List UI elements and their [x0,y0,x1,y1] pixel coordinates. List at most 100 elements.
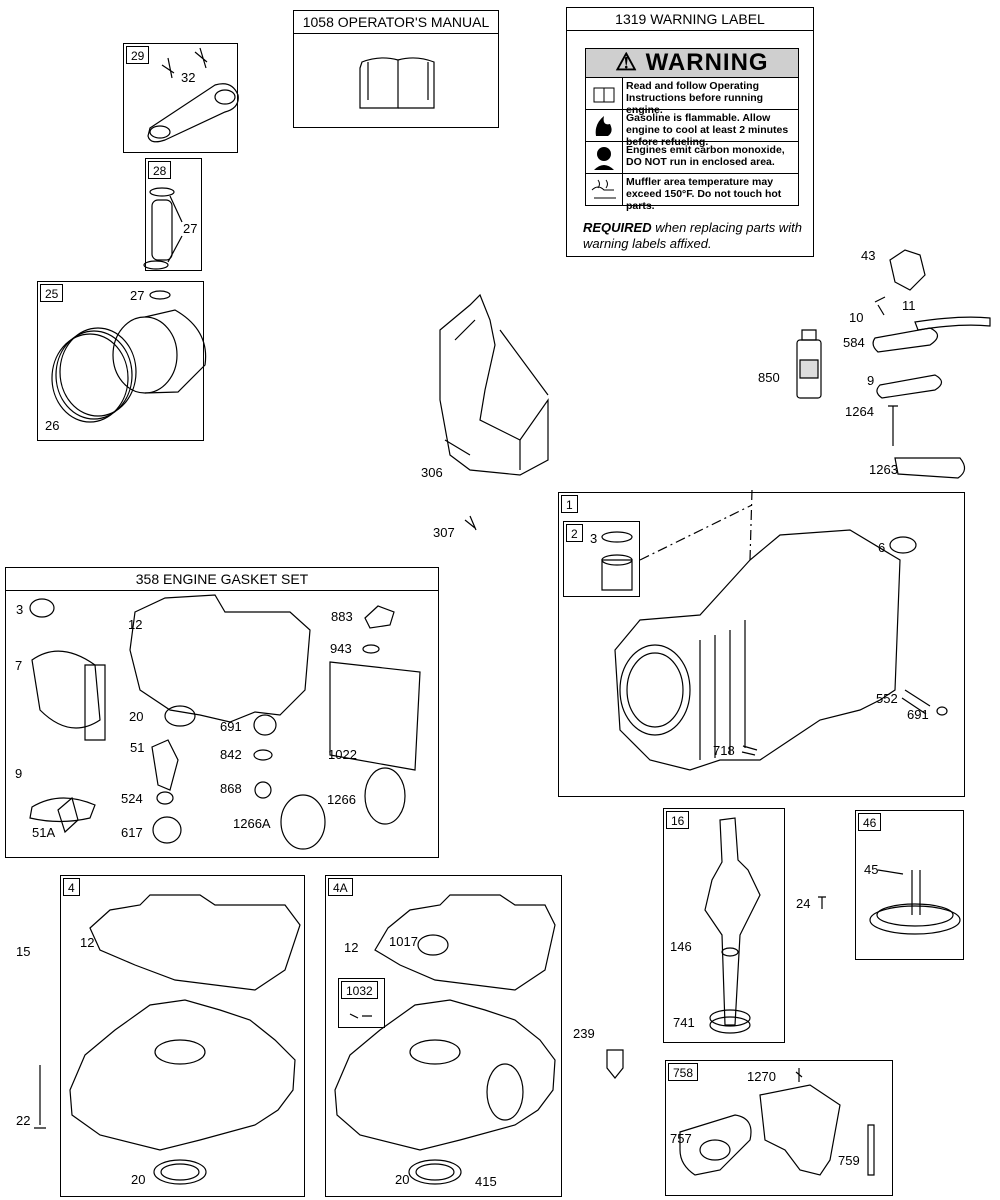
part-tag: 29 [126,46,150,64]
crankshaft-drawing [607,818,826,1078]
part-label: 9 [15,766,23,781]
connecting-rod-drawing [148,48,238,142]
part-tag: 1 [561,495,578,513]
part-label: 51 [130,740,145,755]
governor-assembly-drawing [680,1068,874,1175]
part-label: 1017 [389,934,418,949]
part-label: 691 [907,707,929,722]
part-label: 306 [421,465,443,480]
part-label: 868 [220,781,242,796]
part-label: 1266A [233,816,271,831]
part-label: 22 [16,1113,31,1128]
piston-box: 25 [37,281,204,441]
part-label: 20 [129,709,144,724]
sealant-tube-drawing [797,330,821,398]
part-label: 415 [475,1174,497,1189]
camshaft-drawing [870,870,960,934]
screw-307 [465,516,476,530]
part-label: 1263 [869,462,898,477]
part-tag: 46 [858,813,882,831]
part-label: 741 [673,1015,695,1030]
part-label: 1022 [328,747,357,762]
crankcase-cover-4a-box: 4A [325,875,562,1197]
part-label: 15 [16,944,31,959]
part-label: 7 [15,658,23,673]
part-tag: 4A [328,878,353,896]
part-label: 11 [902,298,916,313]
piston-drawing [52,291,206,422]
warning-label-title: 1319 WARNING LABEL [567,8,813,31]
part-label: 759 [838,1153,860,1168]
part-label: 1270 [747,1069,776,1084]
crankshaft-box: 16 [663,808,785,1043]
manual-icon [586,78,623,109]
part-label: 239 [573,1026,595,1041]
warning-triangle-icon: ⚠ [615,49,638,76]
part-tag: 28 [148,161,172,179]
crankcase-cover-drawing [34,895,555,1184]
part-label: 943 [330,641,352,656]
part-label: 552 [876,691,898,706]
part-label: 43 [861,248,876,263]
part-label: 9 [867,373,875,388]
operators-manual-box: 1058 OPERATOR'S MANUAL [293,10,499,128]
gasket-set-title: 358 ENGINE GASKET SET [6,568,438,591]
part-label: 883 [331,609,353,624]
part-label: 12 [344,940,359,955]
governor-box: 758 [665,1060,893,1196]
part-label: 24 [796,896,811,911]
fumes-icon [586,142,623,173]
piston-pin-box: 28 [145,158,202,271]
bushing-box: 2 [563,521,640,597]
part-label: 584 [843,335,865,350]
cylinder-block-box: 1 [558,492,965,797]
hot-surface-icon [586,174,623,205]
cylinder-block-drawing [615,490,947,770]
part-label: 691 [220,719,242,734]
part-label: 26 [45,418,60,433]
part-label: 32 [181,70,196,85]
camshaft-box: 46 [855,810,964,960]
warning-row: Muffler area temperature may exceed 150°… [585,174,799,212]
part-label: 27 [130,288,145,303]
part-tag: 2 [566,524,583,542]
required-note: REQUIRED when replacing parts with warni… [583,220,802,251]
part-label: 20 [131,1172,146,1187]
part-label: 27 [183,221,198,236]
part-tag: 1032 [341,981,378,999]
part-tag: 25 [40,284,64,302]
fire-icon [586,110,623,141]
engine-gasket-set-box: 358 ENGINE GASKET SET [5,567,439,858]
bushing-drawing [602,532,632,590]
part-label: 12 [80,935,95,950]
part-label: 617 [121,825,143,840]
governor-parts-drawing [873,250,990,478]
part-label: 842 [220,747,242,762]
warning-row: Gasoline is flammable. Allow engine to c… [585,110,799,148]
part-label: 718 [713,743,735,758]
part-label: 1266 [327,792,356,807]
oil-pump-box: 1032 [338,978,385,1028]
part-label: 10 [849,310,864,325]
part-tag: 758 [668,1063,699,1081]
connecting-rod-box: 29 [123,43,238,153]
part-label: 757 [670,1131,692,1146]
part-label: 146 [670,939,692,954]
part-label: 12 [128,617,143,632]
part-label: 3 [16,602,24,617]
blower-housing-drawing [440,295,548,475]
part-label: 1264 [845,404,874,419]
part-label: 6 [878,540,886,555]
part-label: 3 [590,531,598,546]
part-tag: 16 [666,811,690,829]
part-label: 20 [395,1172,410,1187]
part-label: 45 [864,862,879,877]
part-label: 850 [758,370,780,385]
part-label: 307 [433,525,455,540]
piston-pin-drawing [144,188,182,269]
warning-row: Engines emit carbon monoxide, DO NOT run… [585,142,799,174]
book-icon [360,58,434,108]
warning-row: Read and follow Operating Instructions b… [585,78,799,116]
part-label: 524 [121,791,143,806]
